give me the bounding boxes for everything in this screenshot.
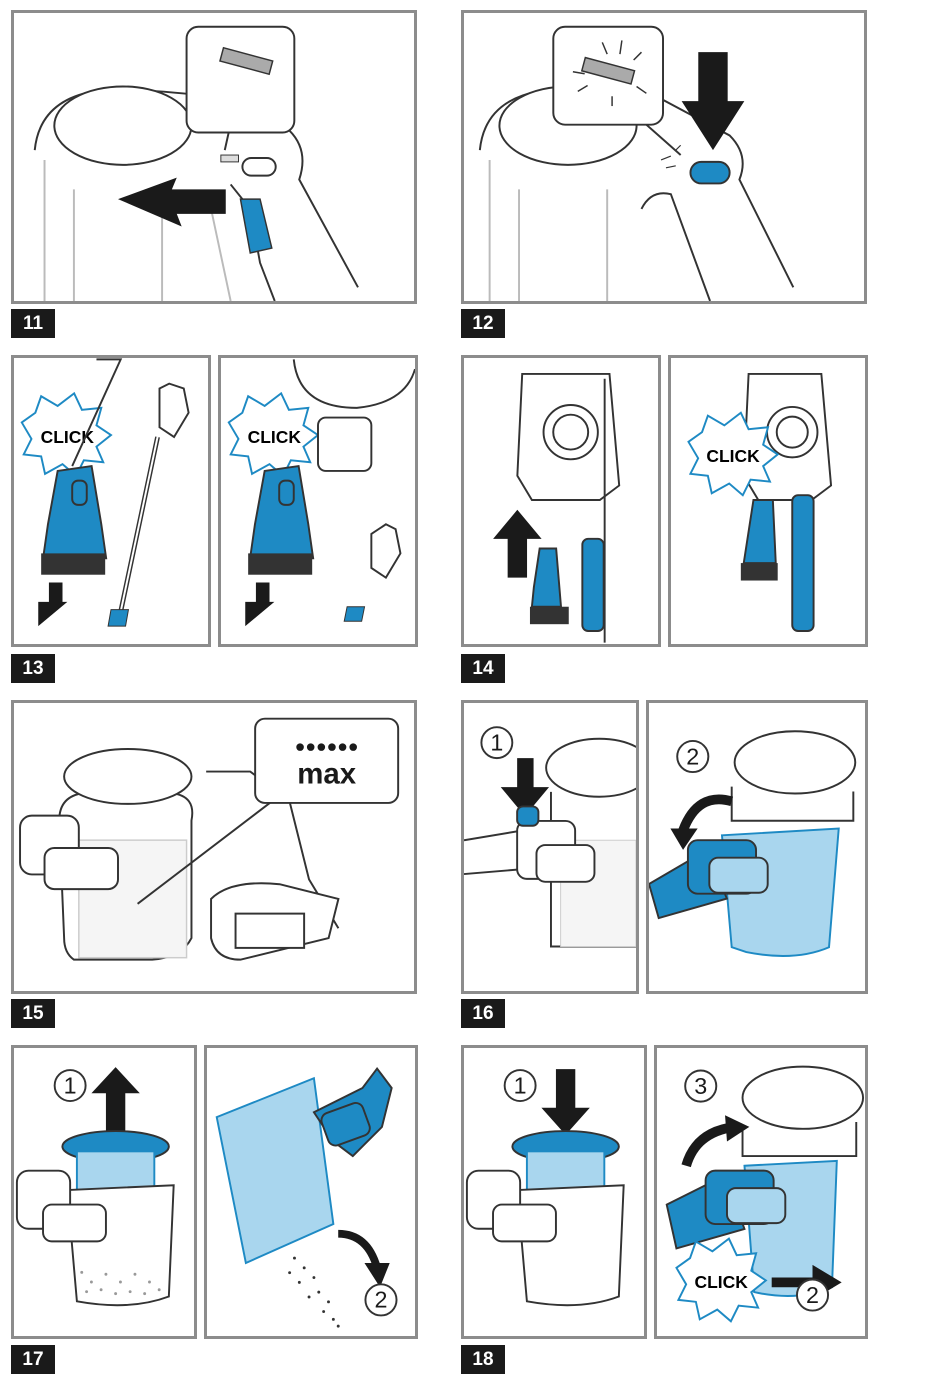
illustration-accessories-clicked: CLICK	[671, 358, 865, 644]
illustration-attach-tool-to-unit: CLICK	[221, 358, 415, 644]
step-marker-2: 2	[686, 743, 699, 769]
panel-step-11	[11, 10, 417, 304]
illustration-dust-container-max: ●●●●●● max	[14, 703, 414, 991]
click-label: CLICK	[248, 427, 302, 447]
panel-step-17a: 1	[11, 1045, 197, 1339]
click-label: CLICK	[706, 446, 760, 466]
step-number-13: 13	[11, 654, 55, 683]
illustration-reattach-container: 3 CLICK 2	[657, 1048, 865, 1336]
illustration-wall-mount-accessory	[464, 358, 658, 644]
step-marker-1: 1	[490, 729, 503, 755]
step-marker-3: 3	[694, 1073, 707, 1099]
illustration-press-button	[464, 13, 864, 301]
step-number-15: 15	[11, 999, 55, 1028]
panel-step-18b: 3 CLICK 2	[654, 1045, 868, 1339]
panel-step-17b: 2	[204, 1045, 418, 1339]
panel-step-13a: CLICK	[11, 355, 211, 647]
illustration-release-handle	[14, 13, 414, 301]
illustration-remove-dust-container: 2	[649, 703, 865, 991]
click-label: CLICK	[694, 1272, 748, 1292]
step-number-14: 14	[461, 654, 505, 683]
panel-step-15: ●●●●●● max	[11, 700, 417, 994]
illustration-lift-filter: 1	[14, 1048, 194, 1336]
max-marker-dots: ●●●●●●	[295, 736, 359, 756]
step-number-18: 18	[461, 1345, 505, 1374]
panel-step-12	[461, 10, 867, 304]
illustration-empty-container: 2	[207, 1048, 415, 1336]
step-marker-1: 1	[514, 1072, 527, 1098]
step-number-16: 16	[461, 999, 505, 1028]
panel-step-16b: 2	[646, 700, 868, 994]
step-marker-2: 2	[374, 1287, 387, 1313]
step-number-17: 17	[11, 1345, 55, 1374]
panel-step-14b: CLICK	[668, 355, 868, 647]
max-label: max	[297, 757, 356, 790]
illustration-insert-filter: 1	[464, 1048, 644, 1336]
step-number-12: 12	[461, 309, 505, 338]
panel-step-14a	[461, 355, 661, 647]
step-number-11: 11	[11, 309, 55, 338]
panel-step-18a: 1	[461, 1045, 647, 1339]
panel-step-16a: 1	[461, 700, 639, 994]
step-marker-2: 2	[806, 1282, 819, 1308]
panel-step-13b: CLICK	[218, 355, 418, 647]
illustration-attach-tool-to-tube: CLICK	[14, 358, 208, 644]
step-marker-1: 1	[64, 1072, 77, 1098]
illustration-press-release-button: 1	[464, 703, 636, 991]
